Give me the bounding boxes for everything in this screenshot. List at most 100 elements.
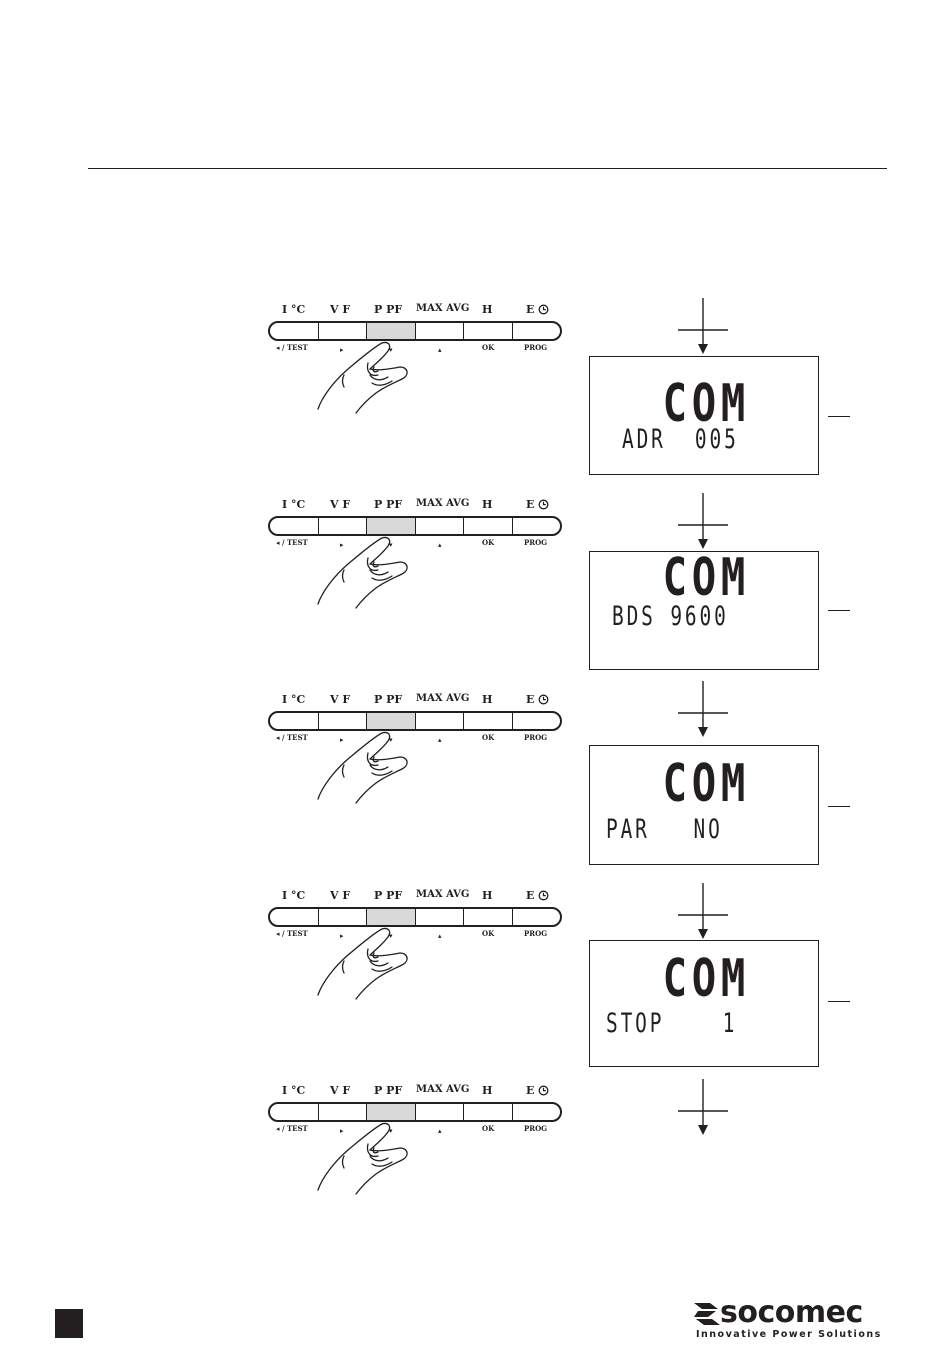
header-rule <box>88 168 887 169</box>
key-label-p-pf: P PF <box>374 303 403 316</box>
key-max-avg[interactable] <box>416 323 464 339</box>
keypad-bar <box>268 1102 562 1122</box>
hand-press-icon <box>317 1122 408 1195</box>
key-label-h: H <box>482 693 493 706</box>
key-sub-down: ▾ <box>389 1126 393 1135</box>
key-e[interactable] <box>513 713 561 729</box>
key-i-c[interactable] <box>270 909 319 925</box>
keypad-row: I °C V F P PF MAX AVG H E ◂ / TEST ▸ ▾ ▴… <box>268 498 564 609</box>
key-sub-right: ▸ <box>340 345 344 354</box>
key-sub-prog: PROG <box>524 1124 548 1133</box>
key-sub-prog: PROG <box>524 538 548 547</box>
key-label-max-avg: MAX AVG <box>416 303 470 314</box>
key-label-v-f: V F <box>330 693 351 706</box>
key-p-pf[interactable] <box>367 713 416 729</box>
key-v-f[interactable] <box>319 713 367 729</box>
key-e[interactable] <box>513 518 561 534</box>
key-v-f[interactable] <box>319 323 367 339</box>
key-sub-up: ▴ <box>438 735 442 744</box>
callout-dash <box>828 806 850 807</box>
lcd-screen <box>589 745 819 865</box>
key-label-p-pf: P PF <box>374 498 403 511</box>
key-label-i-c: I °C <box>282 889 306 902</box>
key-sub-prog: PROG <box>524 343 548 352</box>
lcd-main-text: COM <box>662 548 750 608</box>
key-sub-up: ▴ <box>438 931 442 940</box>
lcd-main-text: COM <box>662 754 750 814</box>
key-i-c[interactable] <box>270 713 319 729</box>
lcd-sub-text: ADR 005 <box>622 424 739 455</box>
key-e[interactable] <box>513 323 561 339</box>
key-p-pf[interactable] <box>367 909 416 925</box>
key-max-avg[interactable] <box>416 713 464 729</box>
key-h[interactable] <box>464 1104 513 1120</box>
clock-icon <box>538 499 549 510</box>
key-sub-test: ◂ / TEST <box>276 343 308 352</box>
key-sub-down: ▾ <box>389 735 393 744</box>
callout-dash <box>828 1001 850 1002</box>
logo-wordmark: socomec <box>720 1295 863 1330</box>
key-label-max-avg: MAX AVG <box>416 498 470 509</box>
keypad-bar <box>268 711 562 731</box>
key-p-pf[interactable] <box>367 1104 416 1120</box>
keypad-row: I °C V F P PF MAX AVG H E ◂ / TEST ▸ ▾ ▴… <box>268 303 564 414</box>
key-label-i-c: I °C <box>282 1084 306 1097</box>
key-label-max-avg: MAX AVG <box>416 889 470 900</box>
key-sub-right: ▸ <box>340 1126 344 1135</box>
key-label-i-c: I °C <box>282 303 306 316</box>
key-e[interactable] <box>513 1104 561 1120</box>
clock-icon <box>538 694 549 705</box>
key-sub-down: ▾ <box>389 540 393 549</box>
key-label-i-c: I °C <box>282 498 306 511</box>
key-label-e: E <box>526 498 535 511</box>
clock-icon <box>538 304 549 315</box>
key-label-h: H <box>482 303 493 316</box>
key-sub-right: ▸ <box>340 735 344 744</box>
key-label-max-avg: MAX AVG <box>416 693 470 704</box>
key-i-c[interactable] <box>270 1104 319 1120</box>
socomec-logo: socomec Innovative Power Solutions <box>694 1295 890 1343</box>
key-h[interactable] <box>464 909 513 925</box>
key-h[interactable] <box>464 518 513 534</box>
key-label-max-avg: MAX AVG <box>416 1084 470 1095</box>
key-v-f[interactable] <box>319 909 367 925</box>
key-sub-ok: OK <box>482 1124 495 1133</box>
lcd-main-text: COM <box>662 949 750 1009</box>
lcd-screen <box>589 356 819 475</box>
key-p-pf[interactable] <box>367 323 416 339</box>
keypad-row: I °C V F P PF MAX AVG H E ◂ / TEST ▸ ▾ ▴… <box>268 1084 564 1195</box>
key-v-f[interactable] <box>319 1104 367 1120</box>
key-h[interactable] <box>464 713 513 729</box>
key-label-h: H <box>482 889 493 902</box>
keypad-bar <box>268 321 562 341</box>
key-max-avg[interactable] <box>416 909 464 925</box>
key-label-p-pf: P PF <box>374 889 403 902</box>
key-sub-down: ▾ <box>389 345 393 354</box>
logo-mark-icon <box>694 1303 720 1325</box>
key-i-c[interactable] <box>270 323 319 339</box>
lcd-screen <box>589 551 819 670</box>
hand-press-icon <box>317 731 408 804</box>
key-label-v-f: V F <box>330 889 351 902</box>
logo-tagline: Innovative Power Solutions <box>696 1329 882 1340</box>
arrow-down-icon <box>678 681 728 737</box>
key-i-c[interactable] <box>270 518 319 534</box>
key-sub-test: ◂ / TEST <box>276 1124 308 1133</box>
clock-icon <box>538 1085 549 1096</box>
key-max-avg[interactable] <box>416 1104 464 1120</box>
clock-icon <box>538 890 549 901</box>
key-label-v-f: V F <box>330 1084 351 1097</box>
key-sub-prog: PROG <box>524 929 548 938</box>
key-v-f[interactable] <box>319 518 367 534</box>
key-label-e: E <box>526 1084 535 1097</box>
key-label-e: E <box>526 889 535 902</box>
key-h[interactable] <box>464 323 513 339</box>
arrow-down-icon <box>678 883 728 939</box>
key-e[interactable] <box>513 909 561 925</box>
lcd-sub-text: PAR NO <box>606 814 723 845</box>
key-max-avg[interactable] <box>416 518 464 534</box>
key-p-pf[interactable] <box>367 518 416 534</box>
key-sub-right: ▸ <box>340 931 344 940</box>
key-sub-test: ◂ / TEST <box>276 733 308 742</box>
key-label-h: H <box>482 498 493 511</box>
